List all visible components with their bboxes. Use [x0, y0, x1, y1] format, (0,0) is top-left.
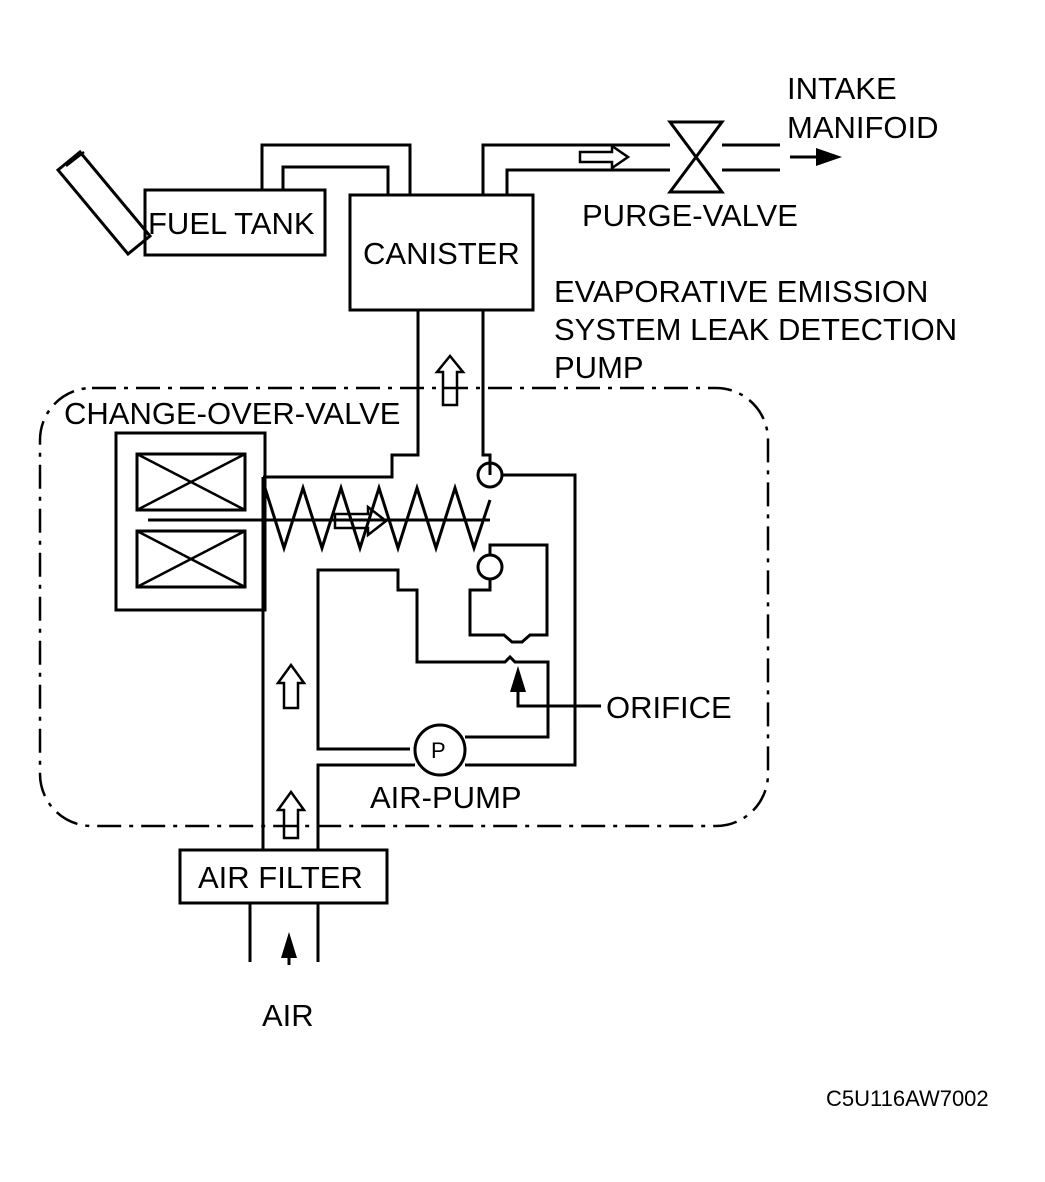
leak-detection-pump-boundary [38, 386, 770, 828]
air-label: AIR [262, 998, 314, 1033]
purge-valve [667, 120, 725, 194]
solenoid-coil [114, 431, 267, 612]
flow-arrow-air-upper [275, 662, 307, 710]
intake-manifold-label-2: MANIFOID [787, 110, 939, 145]
canister-valve-line [263, 310, 492, 479]
fuel-tank [55, 149, 327, 257]
leak-pump-label-1: EVAPORATIVE EMISSION [554, 274, 928, 309]
plunger-arrow [333, 504, 389, 538]
valve-spring [148, 483, 492, 553]
flow-arrow-to-purge [578, 143, 631, 171]
air-inlet [248, 903, 320, 965]
air-filter [178, 848, 389, 905]
figure-code: C5U116AW7002 [826, 1086, 989, 1111]
canister-label: CANISTER [363, 236, 520, 271]
purge-valve-label: PURGE-VALVE [582, 198, 798, 233]
valve-seat-lower [476, 553, 504, 581]
air-pump-loop [316, 568, 550, 850]
valve-passages [261, 473, 577, 850]
orifice-pointer [510, 666, 601, 708]
canister [348, 193, 535, 312]
flow-arrow-air-lower [275, 789, 307, 840]
change-over-valve-label: CHANGE-OVER-VALVE [64, 396, 400, 431]
tank-canister-line [260, 143, 412, 195]
leak-pump-label-3: PUMP [554, 350, 644, 385]
air-pump [413, 723, 467, 777]
canister-purge-line [481, 143, 780, 195]
air-pump-label: AIR-PUMP [370, 780, 522, 815]
air-pump-symbol: P [431, 738, 446, 763]
intake-manifold-label-1: INTAKE [787, 71, 897, 106]
flow-arrow-to-canister [434, 354, 466, 407]
leak-pump-label-2: SYSTEM LEAK DETECTION [554, 312, 957, 347]
orifice-label: ORIFICE [606, 690, 732, 725]
fuel-tank-label: FUEL TANK [148, 206, 315, 241]
air-filter-label: AIR FILTER [198, 860, 363, 895]
intake-arrow [790, 148, 842, 166]
